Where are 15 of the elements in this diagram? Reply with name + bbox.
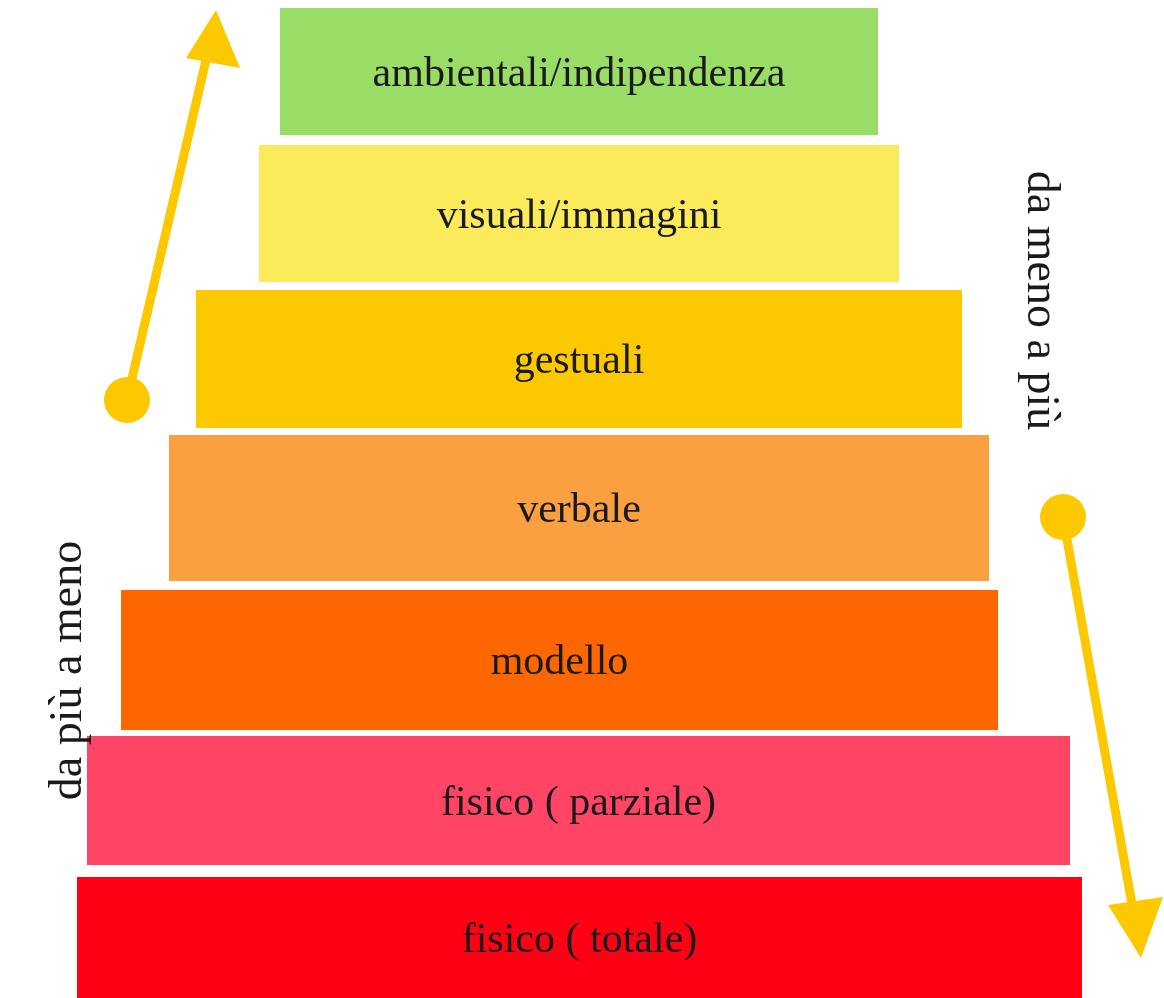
pyramid-level — [77, 877, 1082, 998]
pyramid-level — [169, 435, 989, 581]
level-label: ambientali/indipendenza — [372, 47, 786, 96]
direction-label: da meno a più — [1016, 170, 1070, 430]
level-label: modello — [490, 636, 629, 684]
level-label: verbale — [517, 484, 641, 532]
level-label: fisico ( totale) — [461, 913, 698, 962]
pyramid-level — [121, 590, 998, 730]
level-label: fisico ( parziale) — [440, 776, 717, 825]
pyramid-level — [280, 8, 878, 135]
level-label: gestuali — [513, 335, 645, 383]
direction-label: da più a meno — [38, 540, 92, 800]
level-label: visuali/immagini — [436, 189, 722, 238]
pyramid-level — [196, 290, 962, 428]
pyramid-level — [259, 145, 899, 282]
